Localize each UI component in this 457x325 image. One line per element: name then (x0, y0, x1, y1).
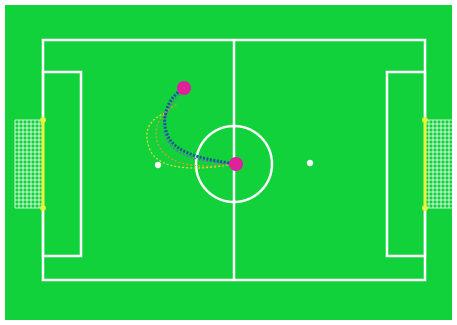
robot-icon (229, 157, 243, 171)
right-goal-bottom-post (422, 205, 428, 211)
left-goal-bottom-post (40, 205, 46, 211)
left-goal-top-post (40, 117, 46, 123)
soccer-ball-icon (307, 160, 313, 166)
soccer-ball-icon (155, 162, 161, 168)
robot-icon (177, 81, 191, 95)
right-goal-top-post (422, 117, 428, 123)
